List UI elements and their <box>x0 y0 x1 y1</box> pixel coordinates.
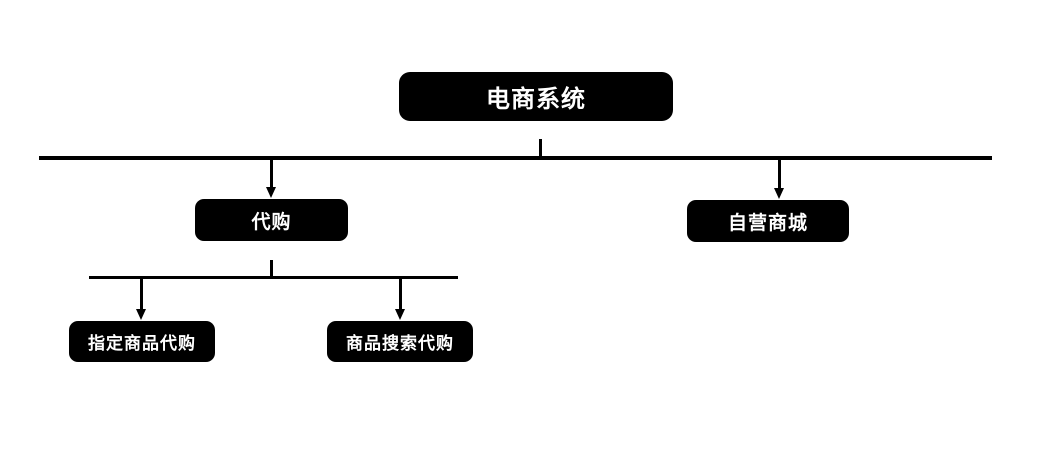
node-shangpin-sousuo-daigou[interactable]: 商品搜索代购 <box>327 321 473 362</box>
arrowhead-down-icon <box>136 309 146 320</box>
arrow-to-daigou <box>266 158 277 199</box>
arrow-shaft <box>399 278 402 311</box>
arrowhead-down-icon <box>266 187 276 198</box>
connector-rail-level3 <box>89 276 458 279</box>
connector-root-stub <box>539 139 542 157</box>
connector-rail-level2 <box>39 156 992 160</box>
node-zhiding-shangpin-daigou[interactable]: 指定商品代购 <box>69 321 215 362</box>
arrow-to-ziying-shangcheng <box>774 158 785 200</box>
arrow-shaft <box>140 278 143 311</box>
node-ziying-shangcheng[interactable]: 自营商城 <box>687 200 849 242</box>
arrow-to-shangpin-sousuo-daigou <box>395 278 406 321</box>
node-daigou[interactable]: 代购 <box>195 199 348 241</box>
arrowhead-down-icon <box>395 309 405 320</box>
arrow-shaft <box>270 158 273 189</box>
node-ecommerce-system[interactable]: 电商系统 <box>399 72 673 121</box>
arrow-to-zhiding-shangpin-daigou <box>136 278 147 321</box>
connector-daigou-stub <box>270 260 273 277</box>
arrow-shaft <box>778 158 781 190</box>
arrowhead-down-icon <box>774 188 784 199</box>
